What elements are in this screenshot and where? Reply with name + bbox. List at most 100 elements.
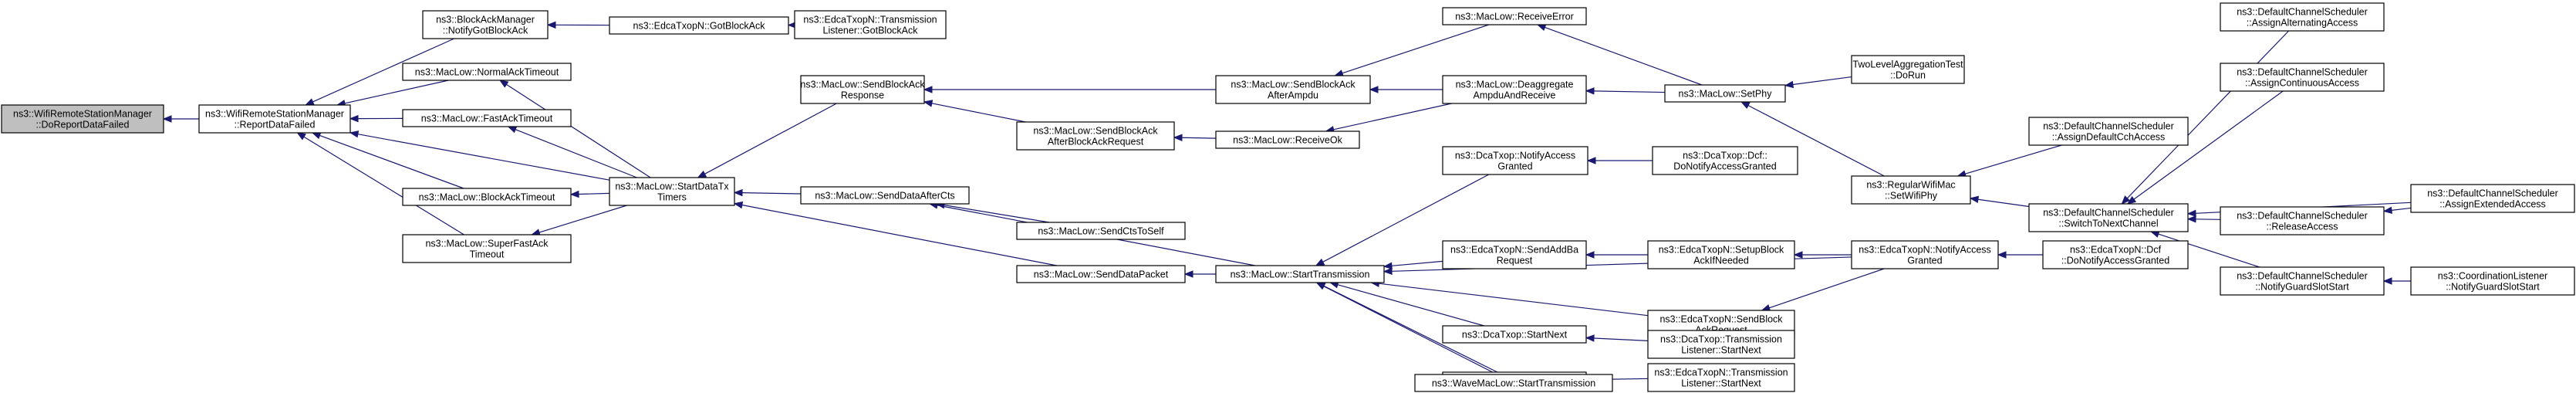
function-node[interactable]: ns3::MacLow::SetPhy: [1664, 84, 1786, 103]
function-node[interactable]: ns3::MacLow::FastAckTimeout: [402, 109, 572, 127]
function-node[interactable]: ns3::EdcaTxopN::TransmissionListener::Go…: [794, 10, 947, 39]
node-box: [2410, 266, 2575, 296]
node-box: [1016, 121, 1175, 151]
arrowhead-icon: [498, 80, 509, 88]
function-node[interactable]: ns3::WifiRemoteStationManager::ReportDat…: [198, 104, 351, 134]
call-edge-sbaabar-to-sbar: [923, 100, 1026, 123]
function-node[interactable]: ns3::BlockAckManager::NotifyGotBlockAck: [422, 10, 549, 39]
call-edge-rdf-to-root: [162, 115, 199, 123]
function-node[interactable]: ns3::DcaTxop::TransmissionListener::Star…: [1647, 330, 1795, 359]
arrowhead-icon: [1784, 80, 1794, 89]
function-node[interactable]: ns3::DcaTxop::NotifyAccessGranted: [1442, 146, 1588, 175]
edge-line: [931, 103, 1026, 123]
call-edge-cl_ngss-to-dcs_ngss: [2382, 277, 2411, 285]
edge-line: [1322, 174, 1490, 263]
node-box: [1215, 265, 1385, 283]
edge-line: [1323, 286, 1497, 375]
node-box: [2220, 266, 2385, 296]
node-box: [2028, 117, 2189, 146]
function-node[interactable]: ns3::DcaTxop::Dcf::DoNotifyAccessGranted: [1652, 146, 1798, 175]
arrowhead-icon: [2382, 277, 2392, 285]
function-node[interactable]: ns3::MacLow::BlockAckTimeout: [402, 188, 572, 206]
node-box: [2220, 2, 2385, 32]
arrowhead-icon: [1585, 251, 1595, 259]
arrowhead-icon: [1997, 251, 2007, 259]
function-node[interactable]: ns3::MacLow::SendCtsToSelf: [1016, 222, 1186, 240]
arrowhead-icon: [162, 115, 172, 123]
call-edge-sdt-to-bat: [569, 190, 610, 198]
call-edge-edca_sab-to-st: [1383, 260, 1443, 269]
node-label: ns3::BlockAckManager: [436, 15, 535, 25]
function-node[interactable]: ns3::CoordinationListener::NotifyGuardSl…: [2410, 266, 2575, 296]
node-label: ns3::MacLow::SendBlockAck: [800, 80, 925, 90]
arrowhead-icon: [349, 114, 359, 123]
arrowhead-icon: [733, 201, 744, 209]
arrowhead-icon: [311, 132, 322, 140]
function-node[interactable]: ns3::MacLow::ReceiveOk: [1215, 130, 1360, 149]
edge-line: [1545, 26, 1703, 86]
arrowhead-icon: [697, 170, 707, 178]
function-node[interactable]: ns3::DefaultChannelScheduler::AssignExte…: [2410, 184, 2575, 213]
function-node[interactable]: ns3::DefaultChannelScheduler::AssignAlte…: [2220, 2, 2385, 32]
call-edge-dcs_stnc-to-rwm: [1969, 195, 2030, 208]
function-node[interactable]: ns3::EdcaTxopN::GotBlockAck: [609, 16, 789, 35]
function-node[interactable]: ns3::DefaultChannelScheduler::ReleaseAcc…: [2220, 206, 2385, 235]
node-label: ns3::MacLow::SendDataPacket: [1034, 269, 1169, 280]
function-node[interactable]: ns3::WaveMacLow::StartTransmission: [1414, 374, 1613, 392]
node-label: Timers: [657, 192, 687, 203]
arrowhead-icon: [1536, 24, 1547, 32]
node-label: ns3::DefaultChannelScheduler: [2043, 121, 2174, 132]
edge-line: [357, 134, 610, 181]
node-box: [1215, 130, 1360, 149]
node-label: ::AssignExtendedAccess: [2439, 199, 2546, 210]
node-box: [1442, 240, 1587, 269]
arrowhead-icon: [1315, 258, 1325, 266]
function-node[interactable]: ns3::EdcaTxopN::Dcf::DoNotifyAccessGrant…: [2042, 240, 2189, 269]
call-edge-wave_st-to-st: [1315, 282, 1497, 375]
node-label: AfterAmpdu: [1268, 90, 1318, 101]
arrowhead-icon: [1793, 251, 1803, 259]
node-box: [2220, 63, 2385, 92]
node-label: ns3::EdcaTxopN::SetupBlock: [1659, 245, 1784, 256]
arrowhead-icon: [2121, 195, 2131, 205]
edge-line: [515, 129, 637, 178]
edge-line: [1965, 144, 2062, 174]
node-label: ns3::EdcaTxopN::NotifyAccess: [1859, 245, 1991, 256]
node-box: [1016, 265, 1186, 283]
node-label: ns3::DcaTxop::NotifyAccess: [1455, 151, 1575, 161]
function-node[interactable]: ns3::MacLow::StartTransmission: [1215, 265, 1385, 283]
node-label: ::DoRun: [1890, 70, 1926, 81]
function-node[interactable]: ns3::DefaultChannelScheduler::AssignDefa…: [2028, 117, 2189, 146]
call-edge-setphy-to-dar: [1585, 87, 1666, 95]
arrowhead-icon: [2126, 196, 2137, 205]
function-node[interactable]: ns3::EdcaTxopN::NotifyAccessGranted: [1851, 240, 1999, 269]
function-node[interactable]: ns3::DefaultChannelScheduler::NotifyGuar…: [2220, 266, 2385, 296]
function-node[interactable]: ns3::DcaTxop::StartNext: [1442, 325, 1587, 344]
call-edge-dcs_aea-to-dcs_ra: [2382, 206, 2412, 215]
function-node[interactable]: ns3::DefaultChannelScheduler::SwitchToNe…: [2028, 203, 2189, 232]
function-node[interactable]: ns3::EdcaTxopN::TransmissionListener::St…: [1647, 363, 1795, 392]
function-node[interactable]: ns3::MacLow::SendDataPacket: [1016, 265, 1186, 283]
node-label: ::ReportDataFailed: [235, 120, 316, 130]
call-edge-bat-to-rdf: [311, 132, 464, 189]
function-node[interactable]: ns3::DefaultChannelScheduler::AssignCont…: [2220, 63, 2385, 92]
call-edge-dcatx_dcf-to-dcatx_nag: [1586, 157, 1653, 164]
function-node[interactable]: ns3::MacLow::SendDataAfterCts: [800, 186, 970, 205]
call-edge-dar-to-sbaaa: [1369, 86, 1443, 93]
function-node[interactable]: ns3::MacLow::NormalAckTimeout: [402, 63, 572, 81]
node-box: [422, 10, 549, 39]
function-node[interactable]: ns3::MacLow::SendBlockAckAfterBlockAckRe…: [1016, 121, 1175, 151]
call-edge-edca_sbar-to-st: [1370, 280, 1649, 317]
node-box: [2028, 203, 2189, 232]
call-edge-nat-to-rdf: [336, 80, 449, 107]
function-node[interactable]: ns3::RegularWifiMac::SetWifiPhy: [1851, 175, 1971, 205]
function-node[interactable]: TwoLevelAggregationTest::DoRun: [1851, 55, 1965, 84]
function-node[interactable]: ns3::MacLow::ReceiveError: [1442, 7, 1587, 25]
